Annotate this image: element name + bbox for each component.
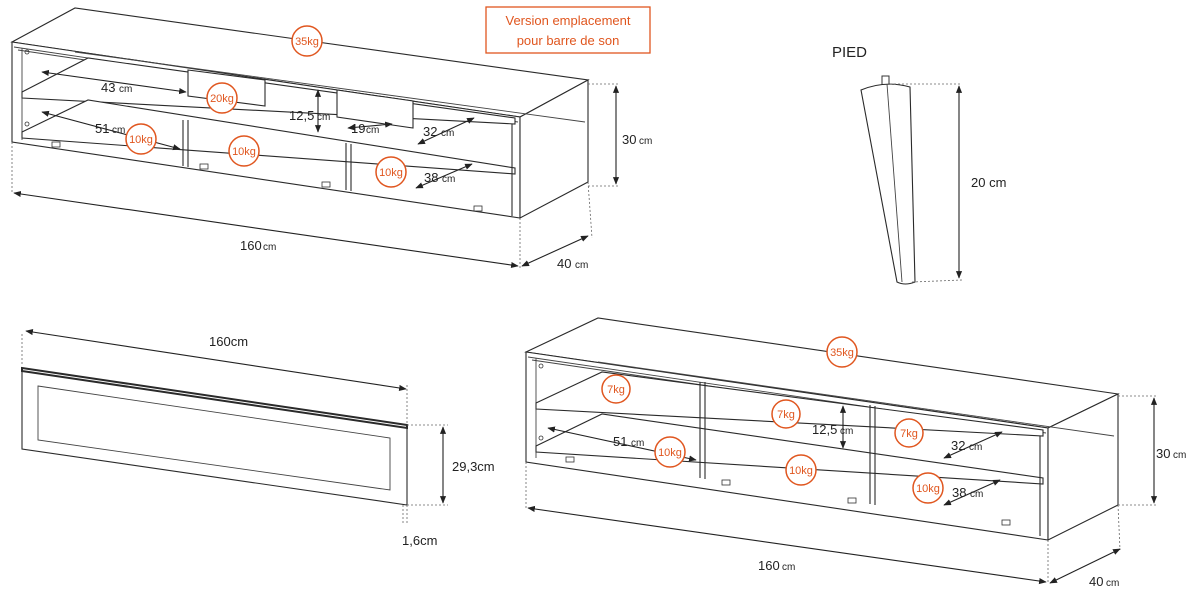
svg-text:10kg: 10kg	[658, 447, 682, 459]
svg-text:Version emplacement: Version emplacement	[505, 13, 630, 28]
bottom-height-value: 30	[1156, 446, 1170, 461]
leg-height-label: 20 cm	[971, 175, 1006, 190]
top-weight-20kg-badge: 20kg	[206, 82, 238, 114]
tv-unit-soundbar-version: 43 cm 51 cm 12,5 cm 19 cm 32 cm 38 cm 35…	[10, 6, 652, 271]
top-dim-12-5-value: 12,5	[289, 108, 314, 123]
svg-text:35kg: 35kg	[295, 36, 319, 48]
top-depth-value: 40	[557, 256, 571, 271]
top-length-value: 160	[240, 238, 262, 253]
top-dim-43-unit: cm	[119, 84, 132, 95]
top-weight-left-10kg-badge: 10kg	[125, 123, 157, 155]
svg-text:10kg: 10kg	[232, 146, 256, 158]
leg-detail: PIED 20 cm	[832, 44, 1006, 285]
bottom-dim-51-unit: cm	[631, 438, 644, 449]
top-dim-43-value: 43	[101, 80, 115, 95]
front-panel-detail: 160cm 29,3cm 1,6cm	[21, 329, 495, 548]
top-dim-32-value: 32	[423, 124, 437, 139]
svg-text:7kg: 7kg	[900, 428, 918, 440]
top-weight-center-10kg-badge: 10kg	[228, 135, 260, 167]
bottom-dim-12-5-unit: cm	[840, 426, 853, 437]
top-height-value: 30	[622, 132, 636, 147]
bottom-dim-38-value: 38	[952, 485, 966, 500]
top-weight-right-10kg-badge: 10kg	[375, 156, 407, 188]
top-length-unit: cm	[263, 242, 276, 253]
bottom-depth-unit: cm	[1106, 578, 1119, 589]
soundbar-version-note: Version emplacement pour barre de son	[485, 6, 651, 54]
bottom-length-value: 160	[758, 558, 780, 573]
tv-unit-standard-version: 51 cm 12,5 cm 32 cm 38 cm 35kg 7kg 7kg 7…	[524, 317, 1186, 589]
svg-text:7kg: 7kg	[777, 409, 795, 421]
top-dim-19-unit: cm	[366, 125, 379, 136]
svg-text:10kg: 10kg	[129, 134, 153, 146]
top-dim-32-unit: cm	[441, 128, 454, 139]
soundbar-cutout-right	[336, 89, 414, 129]
svg-text:pour barre de son: pour barre de son	[517, 33, 620, 48]
bottom-weight-center-10kg-badge: 10kg	[785, 454, 817, 486]
front-panel-height: 29,3cm	[452, 459, 495, 474]
bottom-weight-shelf-left-7kg-badge: 7kg	[601, 374, 631, 404]
top-dim-38-value: 38	[424, 170, 438, 185]
bottom-weight-left-10kg-badge: 10kg	[654, 436, 686, 468]
svg-text:7kg: 7kg	[607, 384, 625, 396]
top-depth-unit: cm	[575, 260, 588, 271]
bottom-dim-51-value: 51	[613, 434, 627, 449]
bottom-dim-12-5-value: 12,5	[812, 422, 837, 437]
top-dim-38-unit: cm	[442, 174, 455, 185]
bottom-length-unit: cm	[782, 562, 795, 573]
top-dim-51-value: 51	[95, 121, 109, 136]
bottom-weight-shelf-right-7kg-badge: 7kg	[894, 418, 924, 448]
svg-text:20kg: 20kg	[210, 93, 234, 105]
bottom-height-unit: cm	[1173, 450, 1186, 461]
bottom-dim-38-unit: cm	[970, 489, 983, 500]
svg-text:10kg: 10kg	[379, 167, 403, 179]
top-dim-12-5-unit: cm	[317, 112, 330, 123]
front-panel-thickness: 1,6cm	[402, 533, 437, 548]
bottom-weight-shelf-center-7kg-badge: 7kg	[771, 399, 801, 429]
top-height-unit: cm	[639, 136, 652, 147]
bottom-dim-32-value: 32	[951, 438, 965, 453]
front-panel-length: 160cm	[209, 334, 248, 349]
bottom-weight-right-10kg-badge: 10kg	[912, 472, 944, 504]
svg-text:10kg: 10kg	[789, 465, 813, 477]
bottom-dim-32-unit: cm	[969, 442, 982, 453]
front-panel-inset	[37, 385, 391, 491]
svg-text:10kg: 10kg	[916, 483, 940, 495]
bottom-depth-value: 40	[1089, 574, 1103, 589]
svg-text:35kg: 35kg	[830, 347, 854, 359]
top-weight-35kg-badge: 35kg	[291, 25, 323, 57]
top-dim-51-unit: cm	[112, 125, 125, 136]
top-dim-19-value: 19	[351, 121, 365, 136]
bottom-weight-35kg-badge: 35kg	[826, 336, 858, 368]
leg-title: PIED	[832, 44, 867, 61]
